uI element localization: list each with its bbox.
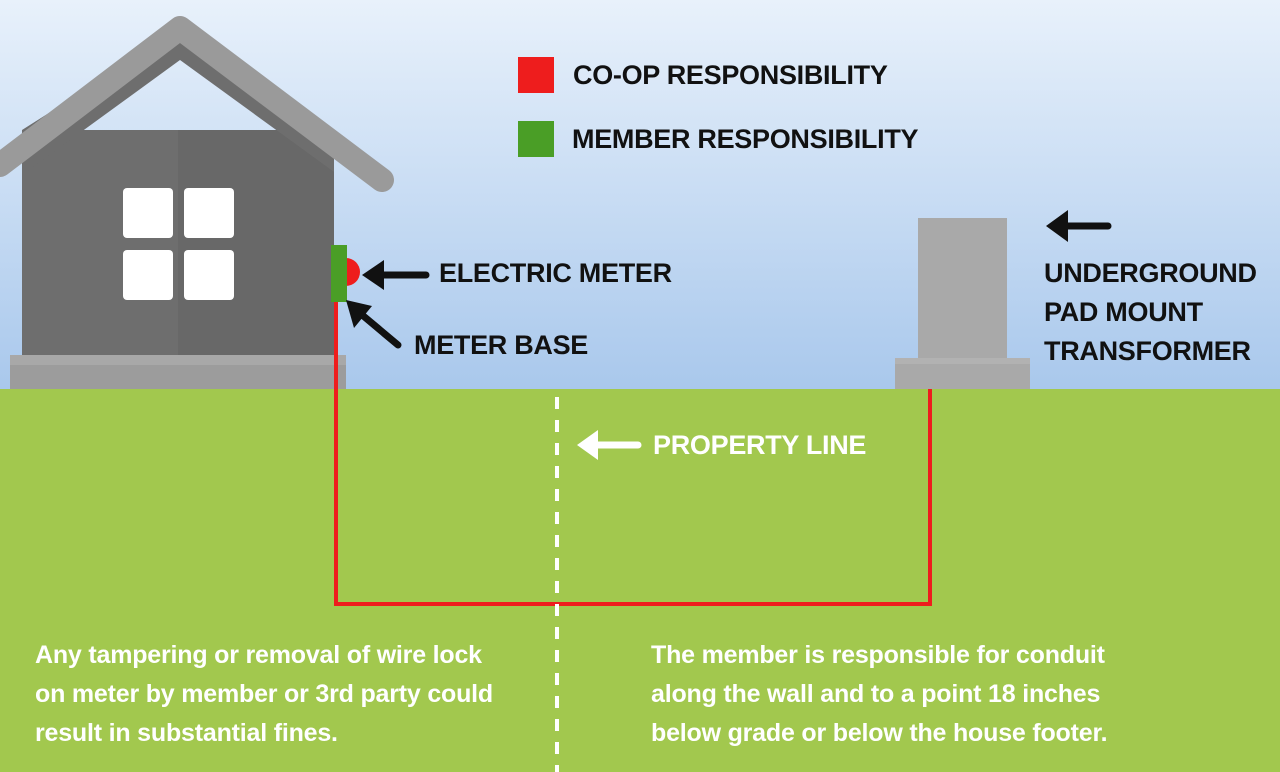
window-pane-br [184, 250, 234, 300]
transformer-label: UNDERGROUND PAD MOUNT TRANSFORMER [1044, 254, 1257, 371]
window-pane-bl [123, 250, 173, 300]
ground [0, 389, 1280, 772]
transformer-pad-top [895, 358, 1030, 364]
arrow-icon [577, 430, 642, 460]
transformer-label-line: TRANSFORMER [1044, 336, 1251, 366]
note-line: Any tampering or removal of wire lock [35, 641, 482, 669]
note-line: on meter by member or 3rd party could [35, 680, 493, 708]
house-foundation-top [10, 355, 346, 365]
note-line: result in substantial fines. [35, 719, 338, 747]
legend-coop-label: CO-OP RESPONSIBILITY [573, 60, 888, 90]
transformer-label-line: PAD MOUNT [1044, 297, 1203, 327]
note-line: below grade or below the house footer. [651, 719, 1108, 747]
underground-service-wire [334, 389, 932, 606]
arrow-icon [346, 300, 402, 349]
property-line-label: PROPERTY LINE [653, 430, 867, 460]
pad-mount-transformer [895, 218, 1030, 389]
arrow-icon [1046, 210, 1112, 242]
meter-base [331, 245, 347, 302]
electric-meter-label: ELECTRIC METER [439, 258, 672, 288]
window-pane-tr [184, 188, 234, 238]
house [0, 16, 394, 389]
note-line: along the wall and to a point 18 inches [651, 680, 1101, 708]
arrow-icon [362, 260, 430, 290]
legend-member-label: MEMBER RESPONSIBILITY [572, 124, 919, 154]
transformer-body [918, 218, 1007, 366]
tampering-note: Any tampering or removal of wire lock on… [35, 636, 493, 753]
window-pane-tl [123, 188, 173, 238]
house-roof [0, 16, 394, 192]
legend-coop-swatch [518, 57, 554, 93]
legend-member-swatch [518, 121, 554, 157]
meter-base-label: METER BASE [414, 330, 589, 360]
member-responsibility-note: The member is responsible for conduit al… [651, 636, 1108, 753]
house-wall-shade [178, 130, 334, 360]
transformer-label-line: UNDERGROUND [1044, 258, 1257, 288]
note-line: The member is responsible for conduit [651, 641, 1105, 669]
